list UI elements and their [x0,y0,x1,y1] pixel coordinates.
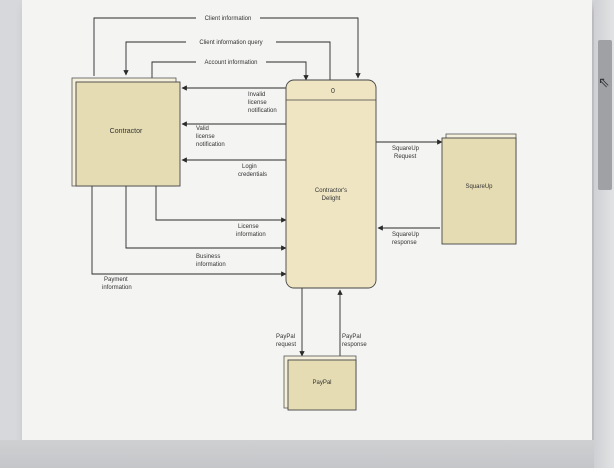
monitor-bezel [0,440,614,468]
label-paypal-request-2: request [276,342,296,348]
label-squareup-response-1: SquareUp [392,232,420,238]
left-flow-labels: Invalid license notification Valid licen… [102,92,277,291]
label-license-info-1: License [238,224,259,230]
entity-contractor: Contractor [71,77,181,187]
label-client-information-query: Client information query [199,40,262,46]
flow-payment-information [91,186,287,277]
entity-paypal: PayPal [283,355,357,411]
right-flow-labels: SquareUp Request SquareUp response [392,146,420,246]
label-account-information: Account information [204,60,257,66]
process-name-line2: Delight [322,196,341,202]
top-flow-labels: Client information Client information qu… [186,14,276,66]
entity-paypal-label: PayPal [312,380,331,386]
entity-contractor-label: Contractor [110,128,143,135]
label-invalid-3: notification [248,108,277,114]
flow-business-information [125,186,287,251]
label-paypal-response-1: PayPal [342,334,361,340]
process-id: 0 [331,88,335,95]
mouse-cursor-icon: ⇖ [598,74,610,90]
bottom-flow-labels: PayPal request PayPal response [276,334,367,348]
label-payment-2: information [102,285,132,291]
label-business-1: Business [196,254,220,260]
label-invalid-2: license [248,100,267,106]
label-squareup-request-2: Request [394,154,417,160]
label-business-2: information [196,262,226,268]
label-valid-3: notification [196,142,225,148]
label-invalid-1: Invalid [248,92,265,98]
label-login-2: credentials [238,172,267,178]
entity-squareup-label: SquareUp [465,184,493,190]
flow-license-information [155,186,287,223]
label-license-info-2: information [236,232,266,238]
label-paypal-request-1: PayPal [276,334,295,340]
scrollbar[interactable] [598,40,612,190]
process-name-line1: Contractor's [315,188,347,194]
label-squareup-response-2: response [392,240,417,246]
label-login-1: Login [242,164,257,170]
label-paypal-response-2: response [342,342,367,348]
label-squareup-request-1: SquareUp [392,146,420,152]
process-contractors-delight: 0 Contractor's Delight [285,79,377,289]
entity-squareup: SquareUp [441,133,517,245]
label-valid-2: license [196,134,215,140]
flow-client-information [93,17,361,79]
label-valid-1: Valid [196,126,209,132]
label-client-information: Client information [205,16,252,22]
label-payment-1: Payment [104,277,128,283]
